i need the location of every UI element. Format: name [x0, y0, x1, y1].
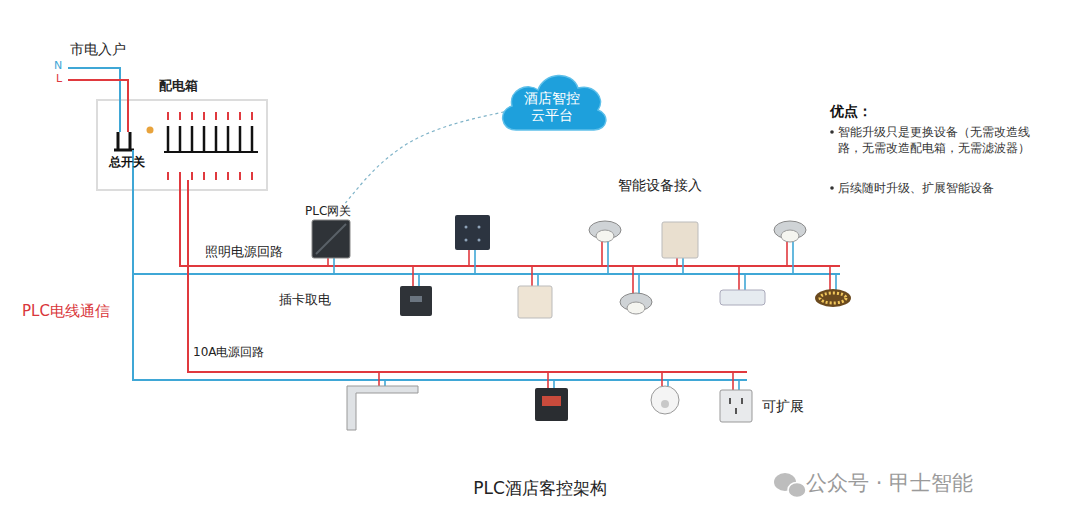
downlight-icon [774, 221, 806, 242]
node-label: 插卡取电 [279, 292, 333, 308]
downlight-icon [589, 221, 621, 242]
diagram-caption: PLC酒店客控架构 [390, 477, 690, 500]
switch-panel-beige [662, 222, 698, 258]
downlight-icon [620, 293, 652, 314]
bullet-dot [830, 186, 834, 190]
card-slot [410, 296, 422, 302]
gateway-shine [316, 224, 346, 254]
led-strip-icon [815, 289, 851, 307]
switch-panel-dark [455, 215, 490, 250]
annotation-label: 智能升级只是更换设备（无需改造线路，无需改造配电箱，无需滤波器） [838, 124, 1053, 156]
switch-panel-beige [518, 286, 552, 318]
sensor-icon [651, 386, 679, 414]
dashed-connector [345, 111, 510, 203]
annotation-label: PLC电线通信 [22, 301, 110, 321]
annotation-label: 市电入户 [70, 40, 126, 59]
live-wire [68, 80, 128, 132]
annotation-label: N [54, 59, 62, 74]
lighting-live [180, 180, 840, 266]
panel-buttons [465, 226, 481, 242]
breaker-row [164, 112, 258, 180]
socket-icon [720, 390, 752, 422]
distribution-box [97, 100, 267, 190]
main-switch-symbol [114, 132, 134, 150]
led-strip-lights [820, 293, 846, 303]
thermostat-display [542, 396, 561, 406]
lighting-neutral [133, 273, 840, 275]
plc-gateway: PLC网关 [303, 203, 356, 219]
sensor-lens [661, 400, 669, 408]
wechat-icon [774, 473, 806, 498]
socket-holes [729, 398, 743, 414]
plc-gateway-icon [312, 220, 350, 258]
annotation-label: 优点： [830, 102, 872, 121]
device-taps [328, 238, 836, 390]
annotation-label: 照明电源回路 [205, 243, 283, 261]
annotation-label: 智能设备接入 [618, 176, 702, 195]
card-power-switch: 插卡取电 [277, 291, 335, 309]
led-driver-icon [720, 290, 765, 305]
expandable-socket: 可扩展 [760, 397, 808, 416]
annotation-label: 后续随时升级、扩展智能设备 [838, 180, 1053, 196]
annotation-label: L [56, 72, 62, 87]
indicator-dot [147, 127, 154, 134]
cloud-platform: 酒店智控 云平台 [498, 66, 610, 138]
socket-live [188, 180, 747, 372]
annotation-label: 10A电源回路 [193, 344, 264, 360]
cloud-label: 酒店智控 云平台 [521, 90, 583, 124]
distribution-box: 配电箱总开关 [97, 100, 267, 190]
node-label: 总开关 [109, 155, 147, 169]
box-heading: 配电箱 [159, 78, 198, 94]
node-label: PLC网关 [305, 204, 354, 218]
card-switch-icon [400, 286, 432, 316]
neutral-wire [68, 68, 120, 132]
bullet-dot [830, 130, 834, 134]
annotation-label: 公众号 · 甲士智能 [806, 469, 973, 497]
curtain-motor-icon [347, 386, 418, 430]
thermostat-icon [535, 388, 568, 421]
node-label: 可扩展 [762, 398, 806, 415]
main-switch: 总开关 [107, 154, 149, 170]
